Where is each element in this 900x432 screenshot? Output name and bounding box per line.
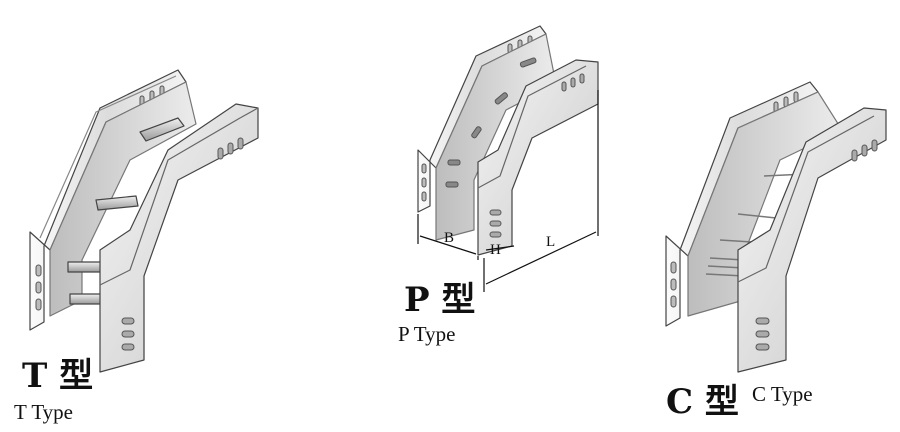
t-type-title: T 型 (22, 356, 94, 396)
t-front-rail (99, 103, 259, 373)
c-type-fitting (665, 81, 887, 373)
p-type-caption: P Type (398, 322, 456, 346)
p-dimension-lines (417, 90, 599, 292)
c-front-rail (737, 107, 887, 373)
t-rungs (67, 117, 185, 305)
p-type-fitting (417, 25, 599, 256)
p-type-title: P 型 (404, 280, 476, 320)
c-type-caption: C Type (752, 382, 813, 406)
c-type-title: C 型 (666, 382, 739, 422)
dim-l-label: L (546, 234, 555, 250)
t-type-fitting (29, 69, 259, 373)
dim-b-label: B (444, 230, 454, 246)
dim-h-label: H (490, 242, 501, 258)
t-type-caption: T Type (14, 400, 74, 424)
